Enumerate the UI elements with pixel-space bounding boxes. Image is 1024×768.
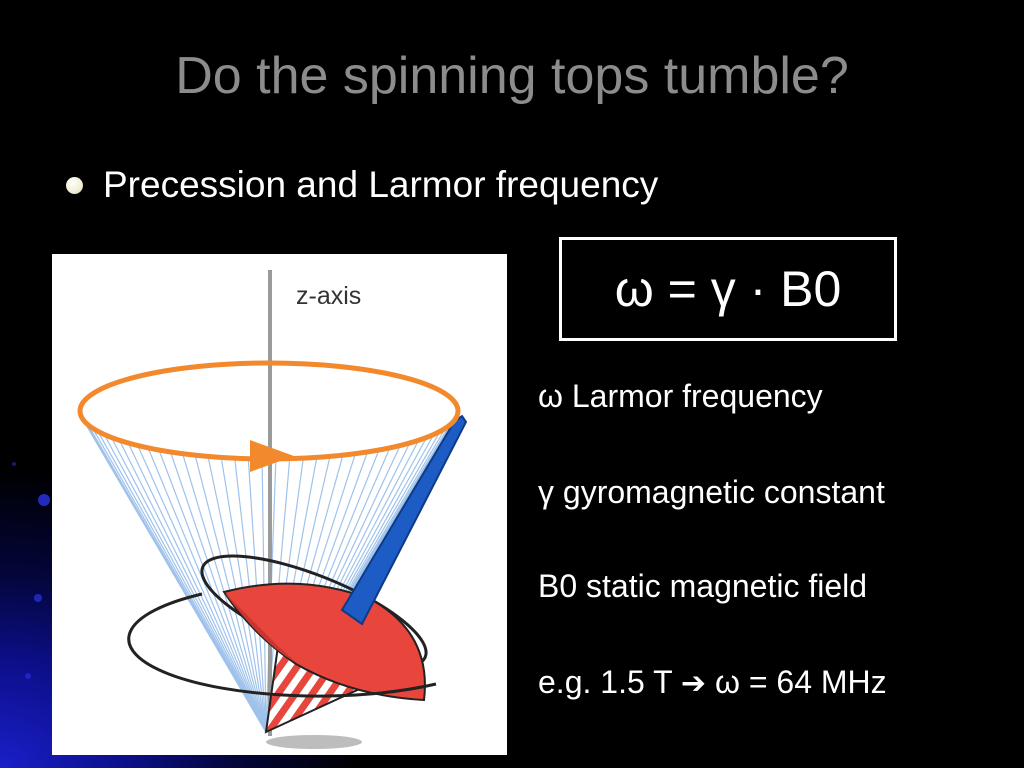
definition-b0: B0 static magnetic field (538, 568, 868, 604)
z-axis-label: z-axis (296, 282, 362, 310)
slide-title: Do the spinning tops tumble? (175, 47, 849, 105)
background-dot (34, 594, 42, 602)
tilted-orbit-front (127, 592, 437, 698)
top-body-red (222, 582, 426, 702)
bullet-item: Precession and Larmor frequency (66, 162, 658, 208)
cone-line (110, 437, 267, 733)
cone-line (103, 434, 267, 733)
orbit-back (77, 360, 461, 412)
cone-line (169, 451, 267, 733)
definition-larmor: ω Larmor frequency (538, 378, 823, 414)
spin-axis-arrow (340, 414, 468, 626)
cone-line (118, 440, 267, 733)
bullet-dot-icon (66, 176, 83, 194)
cone-line (147, 447, 267, 733)
example-suffix: ω = 64 MHz (714, 664, 887, 700)
background-dot (25, 673, 31, 679)
formula-text: ω = γ · B0 (614, 261, 842, 317)
precession-figure: z-axis (52, 254, 507, 755)
example-prefix: e.g. 1.5 T (538, 664, 673, 700)
precession-illustration (77, 270, 468, 749)
orbit-arrow-icon (250, 440, 294, 472)
background-dot (38, 494, 50, 506)
background-dot (12, 462, 16, 466)
right-arrow-icon: ➔ (680, 667, 707, 700)
cone-line (79, 410, 267, 733)
definition-example: e.g. 1.5 T ➔ ω = 64 MHz (538, 662, 887, 704)
cone-line (127, 442, 267, 733)
shadow (266, 735, 362, 749)
cone-line (137, 445, 267, 733)
bullet-text: Precession and Larmor frequency (103, 164, 659, 205)
definition-gyromagnetic: γ gyromagnetic constant (538, 474, 885, 510)
formula-box: ω = γ · B0 (559, 237, 897, 341)
